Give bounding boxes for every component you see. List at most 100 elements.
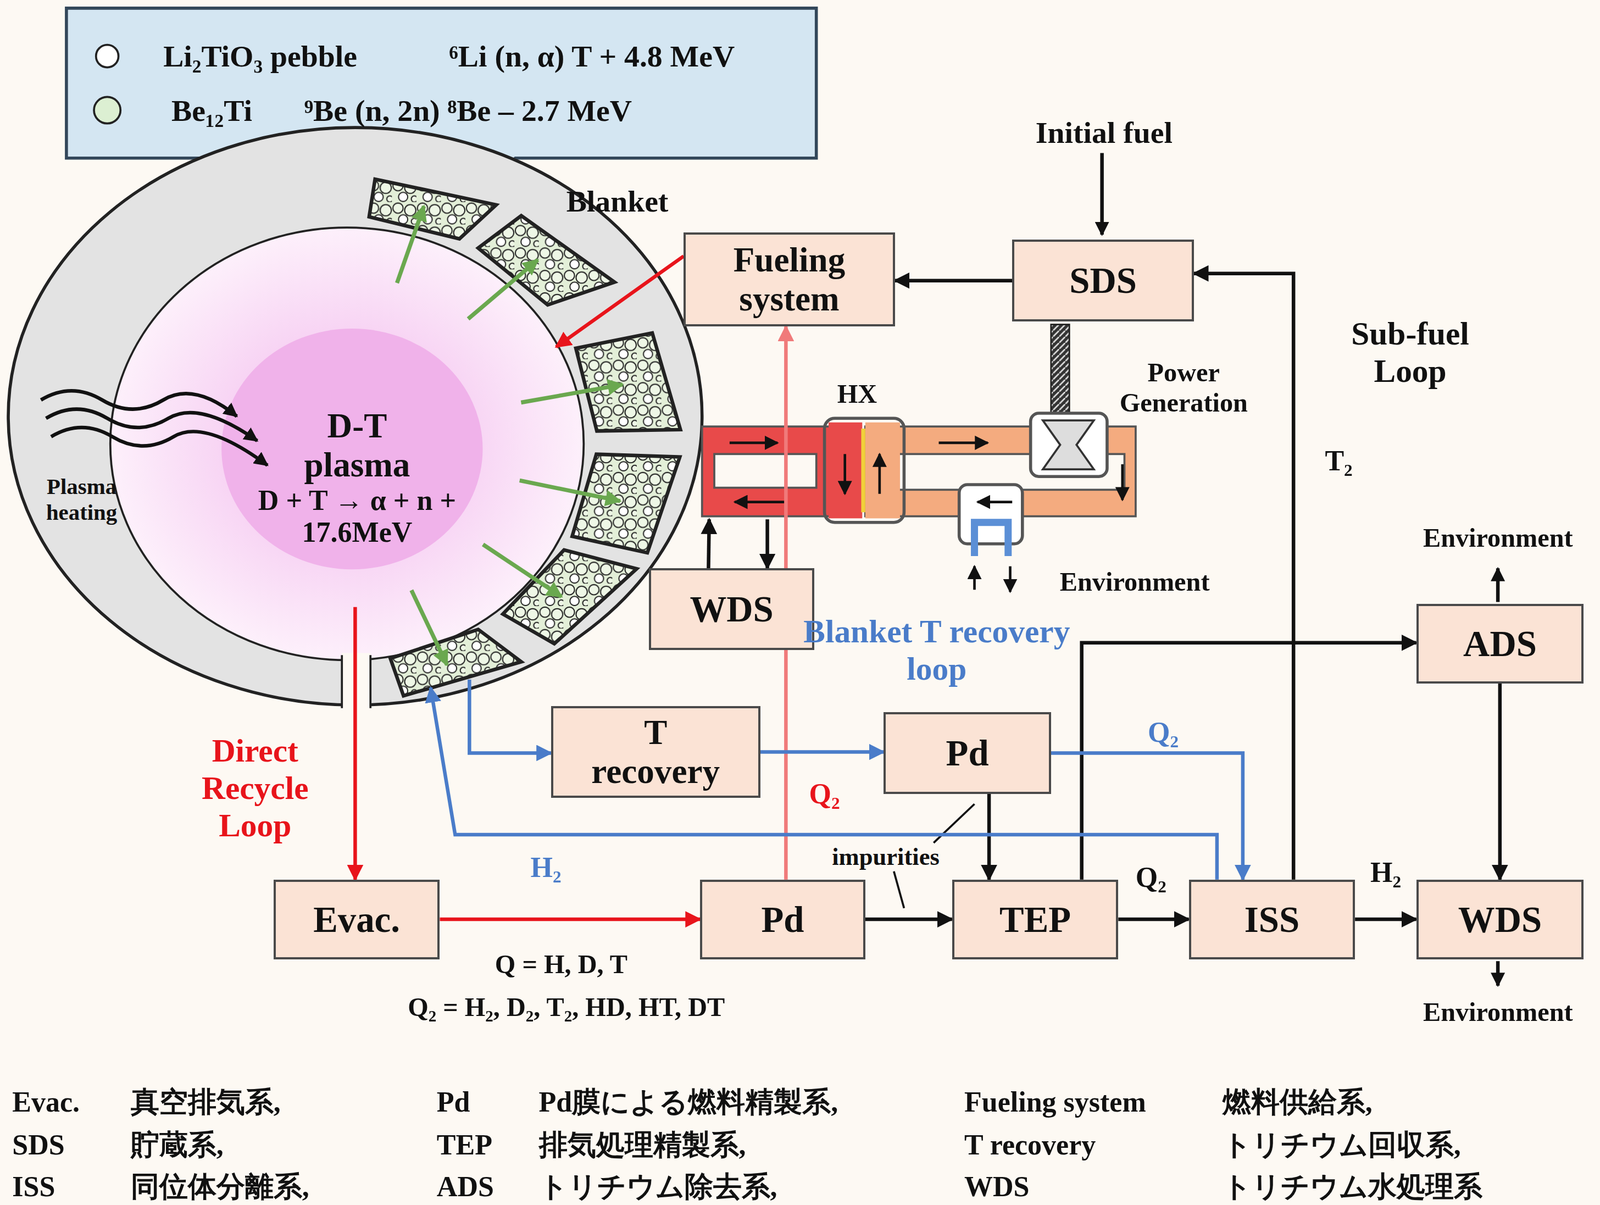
coolant-loop [828,422,863,519]
coolant-loop [1030,413,1108,477]
neutron-arrow [520,384,623,403]
flow-connector [1354,917,1416,921]
glossary-cell: 真空排気系, [130,1085,281,1119]
blanket-module [571,454,680,553]
coolant-loop [729,442,1123,503]
blanket-module [390,629,521,697]
node-text: Li₂TiO₃ pebble [163,39,358,74]
text-label: Q = H, D, T [495,948,628,980]
blanket-module [575,332,681,431]
coolant-loop [1120,464,1124,500]
box-label: TEP [999,898,1071,941]
process-box: Pd [700,879,866,960]
flow-arrows [1496,960,1500,986]
node-text: Blanket [566,184,669,219]
process-box: TEP [952,879,1119,960]
neutron-arrow [482,544,562,597]
neutron-arrow [519,480,621,501]
leader-line [893,871,905,909]
glossary-cell: トリチウム回収系, [1222,1128,1461,1162]
blanket-modules [369,179,681,696]
flow-connector [469,679,552,754]
flow-label: H₂ [1367,856,1405,890]
glossary-cell: Pd膜による燃料精製系, [539,1085,839,1119]
pebble-icon [96,45,119,68]
flow-connector [556,256,684,347]
flow-connector [760,750,885,754]
flow-arrows [1100,153,1104,236]
coolant-loop [714,453,817,488]
text-label: Environment [1059,566,1210,598]
box-label: WDS [689,588,774,630]
coolant-loop [824,418,905,522]
flow-connector [708,519,709,569]
flow-connector [1118,917,1189,921]
flow-connector [440,917,701,921]
coolant-loop [1042,420,1094,470]
text-label: Blanket T recovery loop [798,612,1075,688]
neutron-arrow [397,206,425,283]
glossary-cell: T recovery [964,1128,1096,1162]
text-label: Q₂ = H₂, D₂, T₂, HD, HT, DT [407,991,725,1023]
box-label: Fueling system [697,240,881,319]
coolant-loop [734,500,786,504]
text-label: Direct Recycle Loop [168,731,342,844]
glossary-cell: Pd [436,1085,471,1119]
text-label: impurities [831,842,940,871]
coolant-loop [939,441,988,445]
text-label: Plasma heating [25,474,138,526]
coolant-loop [959,484,1023,544]
text-label: Environment [1423,997,1574,1029]
glossary-cell: 貯蔵系, [130,1128,224,1162]
glossary-cell: ADS [436,1170,494,1204]
flow-connector [1051,752,1243,880]
flow-connector [353,607,357,880]
flow-arrows [1496,568,1500,602]
text-label: Sub-fuel Loop [1313,314,1508,390]
box-label: Evac. [313,898,400,941]
heating-arrows [40,390,268,466]
plasma-chamber [110,227,585,660]
heating-arrows [40,390,237,416]
flow-label: Q₂ [1144,716,1182,750]
coolant-loop [843,453,847,494]
blanket-module [369,179,497,240]
flow-connector [765,519,769,569]
flow-label: T₂ [1321,445,1356,479]
glossary-cell: 燃料供給系, [1222,1085,1373,1119]
box-label: Pd [946,732,990,774]
box-label: ISS [1244,898,1300,941]
process-box: Evac. [273,879,441,960]
plasma-region: D-T plasmaD + T → α + n + 17.6MeV [209,375,506,580]
box-label: Pd [760,898,804,941]
glossary-cell: TEP [436,1128,493,1162]
coolant-loop [1008,566,1012,592]
glossary-cell: ISS [12,1170,55,1204]
box-label: T recovery [579,713,733,791]
reactor-blanket: BlanketD-T plasmaD + T → α + n + 17.6MeV [8,127,705,708]
pebble-icon [93,96,121,124]
process-box: Pd [883,712,1052,794]
glossary-cell: WDS [964,1170,1030,1204]
flow-label: Q₂ [1132,860,1170,894]
callout-box: Li₂TiO₃ pebble⁶Li (n, α) T + 4.8 MeVBe₁₂… [66,8,817,159]
process-box: WDS [1416,879,1585,960]
coolant-loop [865,422,900,519]
blanket-module [502,550,637,644]
heating-arrows [46,409,258,442]
heating-arrows [51,427,268,466]
coolant-loop [1051,324,1070,416]
coolant-loop [702,324,1136,592]
box-label: WDS [1458,898,1542,941]
flow-connector [865,917,953,921]
flow-connector [987,793,991,880]
coolant-loop [860,428,865,513]
glossary-cell: Evac. [12,1085,80,1119]
coolant-loop [977,500,1013,504]
node-text: D-T plasma [280,406,435,485]
text-label: Environment [1423,522,1574,554]
glossary-cell: 排気処理精製系, [539,1128,747,1162]
text-label: Initial fuel [1035,114,1173,150]
flow-connector [1081,642,1417,880]
